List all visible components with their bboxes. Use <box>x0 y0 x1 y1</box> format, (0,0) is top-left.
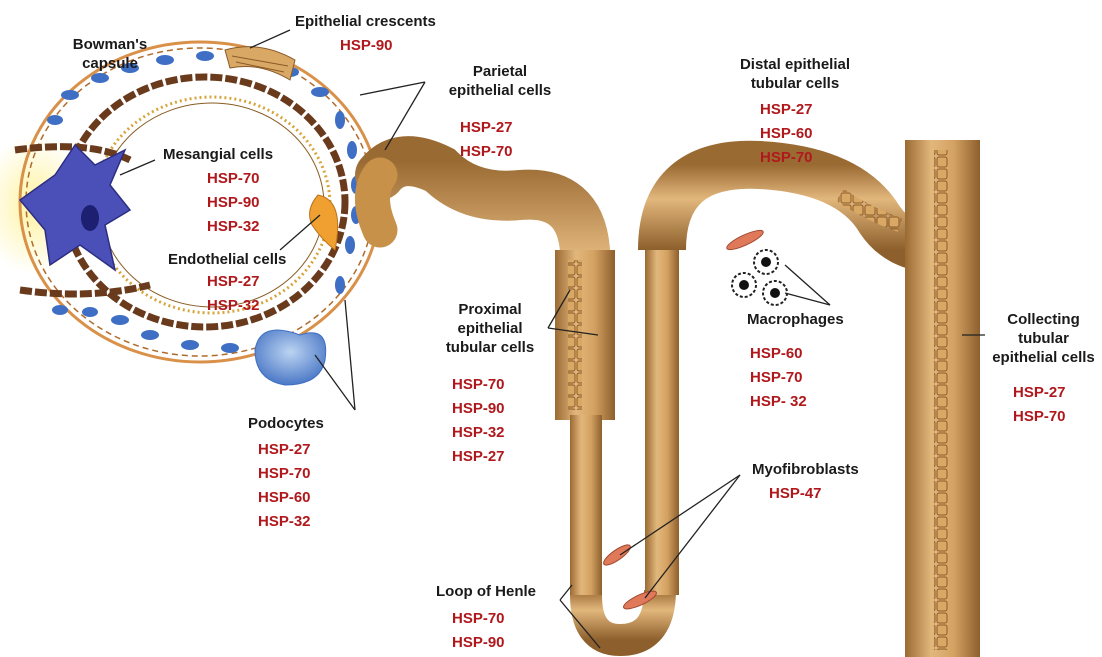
epithelial-crescents-hsp: HSP-90 <box>340 34 393 58</box>
hsp-item: HSP-32 <box>258 510 311 534</box>
hsp-item: HSP-27 <box>258 438 311 462</box>
collecting-hsp: HSP-27 HSP-70 <box>1013 381 1066 429</box>
collecting-line3: epithelial cells <box>985 348 1102 367</box>
hsp-item: HSP-60 <box>750 342 807 366</box>
hsp-item: HSP-60 <box>258 486 311 510</box>
distal-hsp: HSP-27 HSP-60 HSP-70 <box>760 98 813 170</box>
hsp-item: HSP-32 <box>207 294 260 318</box>
glomerulus <box>0 42 380 385</box>
hsp-item: HSP-70 <box>452 607 505 631</box>
bowmans-capsule-line1: Bowman's <box>55 35 165 54</box>
hsp-item: HSP-70 <box>750 366 807 390</box>
distal-label: Distal epithelial tubular cells <box>715 55 875 93</box>
loop-of-henle-label: Loop of Henle <box>436 582 536 601</box>
bowmans-capsule-label: Bowman's capsule <box>55 35 165 73</box>
myofibroblasts-hsp: HSP-47 <box>769 482 822 506</box>
mesangial-label: Mesangial cells <box>163 145 273 164</box>
hsp-item: HSP-70 <box>760 146 813 170</box>
parietal-hsp: HSP-27 HSP-70 <box>460 116 513 164</box>
hsp-item: HSP-70 <box>207 167 260 191</box>
hsp-item: HSP-90 <box>452 397 505 421</box>
parietal-line2: epithelial cells <box>420 81 580 100</box>
macrophages-cells <box>732 250 787 305</box>
hsp-item: HSP- 32 <box>750 390 807 414</box>
hsp-item: HSP-27 <box>452 445 505 469</box>
endothelial-hsp: HSP-27 HSP-32 <box>207 270 260 318</box>
proximal-line2: epithelial <box>425 319 555 338</box>
hsp-item: HSP-47 <box>769 482 822 506</box>
hsp-item: HSP-27 <box>1013 381 1066 405</box>
hsp-item: HSP-70 <box>452 373 505 397</box>
proximal-hsp: HSP-70 HSP-90 HSP-32 HSP-27 <box>452 373 505 469</box>
parietal-line1: Parietal <box>420 62 580 81</box>
hsp-item: HSP-32 <box>452 421 505 445</box>
hsp-item: HSP-90 <box>340 34 393 58</box>
hsp-item: HSP-90 <box>207 191 260 215</box>
collecting-label: Collecting tubular epithelial cells <box>985 310 1102 367</box>
distal-line2: tubular cells <box>715 74 875 93</box>
podocytes-label: Podocytes <box>248 414 324 433</box>
bowmans-capsule-line2: capsule <box>55 54 165 73</box>
proximal-label: Proximal epithelial tubular cells <box>425 300 555 357</box>
podocytes-hsp: HSP-27 HSP-70 HSP-60 HSP-32 <box>258 438 311 534</box>
hsp-item: HSP-70 <box>460 140 513 164</box>
mesangial-hsp: HSP-70 HSP-90 HSP-32 <box>207 167 260 239</box>
parietal-label: Parietal epithelial cells <box>420 62 580 100</box>
hsp-item: HSP-70 <box>258 462 311 486</box>
hsp-item: HSP-90 <box>452 631 505 655</box>
proximal-line3: tubular cells <box>425 338 555 357</box>
hsp-item: HSP-60 <box>760 122 813 146</box>
collecting-line1: Collecting <box>985 310 1102 329</box>
hsp-item: HSP-27 <box>460 116 513 140</box>
macrophages-hsp: HSP-60 HSP-70 HSP- 32 <box>750 342 807 414</box>
hsp-item: HSP-27 <box>207 270 260 294</box>
hsp-item: HSP-32 <box>207 215 260 239</box>
hsp-item: HSP-70 <box>1013 405 1066 429</box>
loop-of-henle-hsp: HSP-70 HSP-90 <box>452 607 505 655</box>
hsp-item: HSP-27 <box>760 98 813 122</box>
proximal-line1: Proximal <box>425 300 555 319</box>
endothelial-label: Endothelial cells <box>168 250 286 269</box>
epithelial-crescents-label: Epithelial crescents <box>295 12 436 31</box>
collecting-line2: tubular <box>985 329 1102 348</box>
distal-line1: Distal epithelial <box>715 55 875 74</box>
myofibroblasts-label: Myofibroblasts <box>752 460 859 479</box>
macrophages-label: Macrophages <box>747 310 844 329</box>
